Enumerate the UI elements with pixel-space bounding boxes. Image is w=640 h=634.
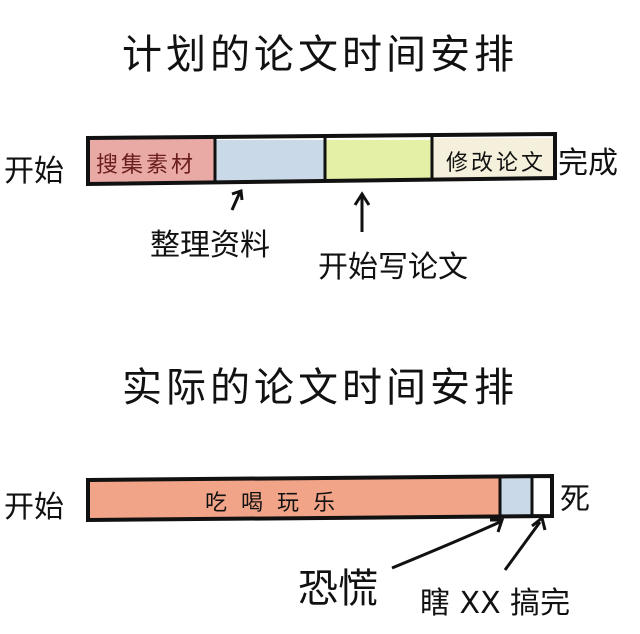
actual-segment-panic: [500, 478, 532, 518]
actual-start-label: 开始: [4, 490, 64, 525]
segment-label-collect: 搜集素材: [96, 153, 197, 178]
planned-bar: [86, 131, 557, 187]
arrow-icon: [503, 515, 547, 571]
arrow-label-start-writing: 开始写论文: [318, 250, 468, 285]
actual-arrows: [391, 515, 547, 571]
actual-segment-rush: [532, 478, 552, 518]
actual-end-label: 死: [560, 482, 590, 517]
planned-arrows: [230, 188, 371, 232]
actual-title: 实际的论文时间安排: [122, 365, 518, 411]
arrow-up-icon: [230, 188, 244, 211]
arrow-label-organize: 整理资料: [150, 228, 270, 263]
arrow-label-rush: 瞎 XX 搞完: [420, 586, 571, 621]
actual-bar-outline: [86, 473, 554, 523]
planned-bar-outline: [86, 131, 557, 187]
planned-end-label: 完成: [558, 146, 618, 181]
planned-segment-revise: [432, 138, 555, 178]
actual-segment-play: [88, 478, 500, 518]
arrow-label-panic: 恐慌: [298, 566, 378, 612]
planned-segment-organize: [215, 140, 325, 182]
segment-label-play: 吃喝玩乐: [205, 491, 350, 516]
planned-start-label: 开始: [4, 154, 64, 189]
arrow-up-icon: [353, 191, 371, 232]
planned-title: 计划的论文时间安排: [122, 32, 518, 78]
actual-bar: [86, 473, 554, 523]
arrow-icon: [391, 518, 505, 570]
planned-segment-collect: [88, 138, 215, 182]
planned-segment-write: [325, 140, 432, 180]
segment-label-revise: 修改论文: [446, 151, 547, 176]
